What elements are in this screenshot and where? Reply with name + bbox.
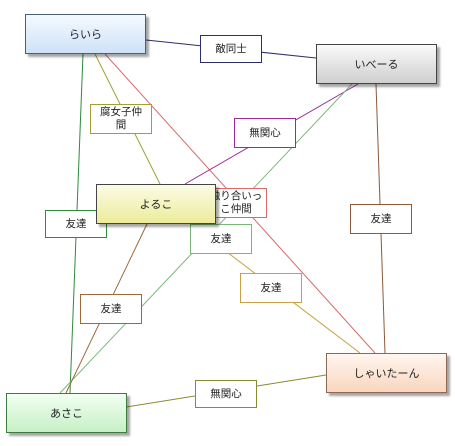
edge-label-friends-ibeeru-asako: 友達 [190, 224, 252, 254]
edge-label-fujoshi-friends: 腐女子仲 間 [90, 104, 152, 134]
edge-label-indifferent-ibeeru-yoruko: 無関心 [234, 118, 296, 148]
node-asako[interactable]: あさこ [6, 393, 127, 433]
node-shaitaan[interactable]: しゃいたーん [326, 353, 447, 393]
edge-label-friends-ibeeru-shaitaan: 友達 [350, 204, 412, 234]
edge-label-indifferent-asako-shaitaan: 無関心 [195, 380, 257, 408]
edge-label-friends-yoruko-asako: 友達 [80, 294, 142, 324]
node-raira[interactable]: らいら [25, 14, 146, 54]
node-ibeeru[interactable]: いべーる [316, 44, 437, 84]
edge-label-enemies: 敵同士 [200, 35, 262, 63]
node-yoruko[interactable]: よるこ [96, 184, 216, 224]
edge-label-friends-yoruko-shaitaan: 友達 [240, 273, 302, 303]
